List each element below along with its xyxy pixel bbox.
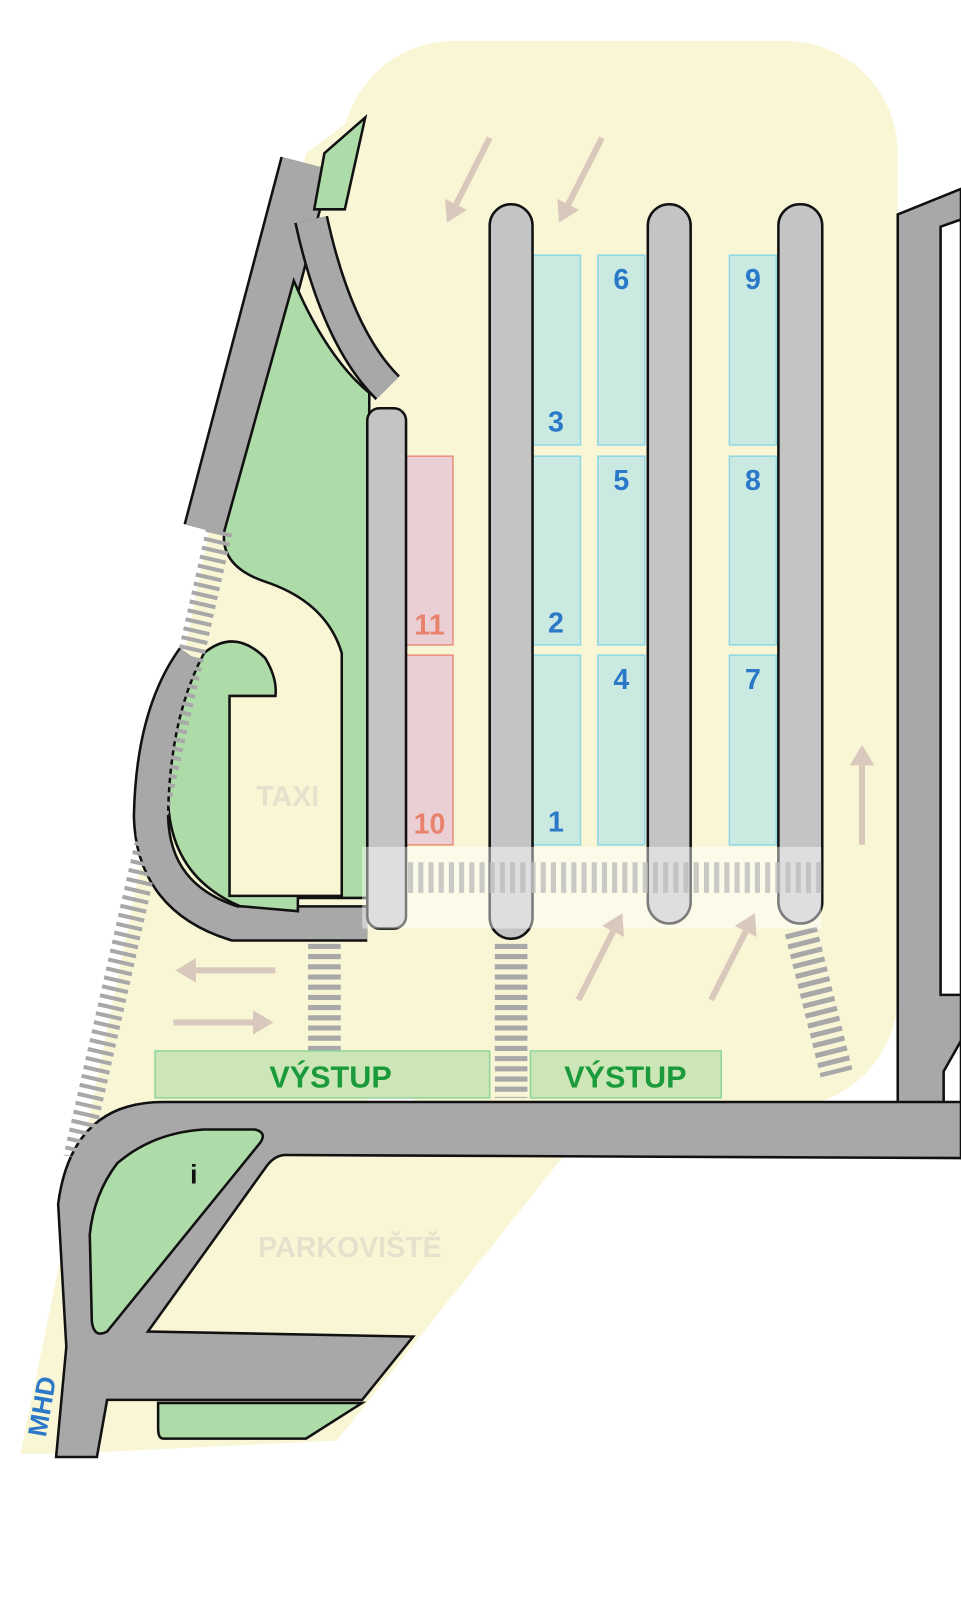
arrow-icon: [445, 198, 467, 223]
traffic-arrows: [173, 136, 875, 1035]
exit-label-1: VÝSTUP: [269, 1060, 391, 1095]
parking-label: PARKOVIŠTĚ: [258, 1231, 441, 1264]
arrow-icon: [175, 958, 196, 983]
arrow-icon: [253, 1010, 274, 1035]
roads: [54, 156, 961, 1459]
bay-number-7: 7: [745, 664, 761, 696]
arrow-icon: [602, 913, 625, 937]
bay-number-6: 6: [613, 264, 629, 296]
exit-zones: VÝSTUP VÝSTUP: [154, 1050, 723, 1099]
arrow-shaft: [708, 930, 749, 1002]
bay-number-5: 5: [613, 465, 629, 497]
bus-bays: [405, 254, 778, 846]
taxi-label: TAXI: [256, 781, 319, 813]
bay-number-9: 9: [745, 264, 761, 296]
arrow-shaft: [565, 136, 605, 206]
bay-number-1: 1: [548, 807, 564, 839]
bay-number-2: 2: [548, 608, 564, 640]
arrow-shaft: [575, 930, 616, 1002]
arrow-icon: [849, 744, 875, 766]
crosswalks: [63, 527, 853, 1162]
arrow-shaft: [453, 136, 493, 206]
bay-number-4: 4: [613, 664, 629, 696]
bay-number-3: 3: [548, 407, 564, 439]
bay-number-8: 8: [745, 465, 761, 497]
bay-number-11: 11: [414, 610, 444, 642]
arrow-icon: [557, 198, 580, 223]
bay-numbers: 1 2 3 4 5 6 7 8 9 10 11: [414, 264, 761, 841]
platform-crossing-band: [362, 846, 822, 929]
bay-number-10: 10: [414, 809, 446, 841]
platforms: [365, 202, 824, 941]
green-areas: [88, 113, 371, 1440]
exit-label-2: VÝSTUP: [564, 1060, 686, 1095]
info-label: i: [190, 1160, 197, 1190]
arrow-icon: [734, 913, 757, 937]
